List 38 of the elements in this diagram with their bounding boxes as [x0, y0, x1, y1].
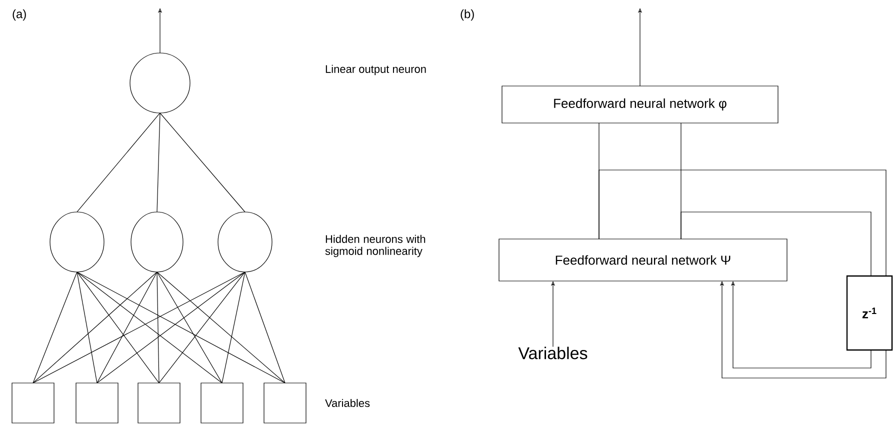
connection-line	[244, 272, 286, 384]
input-square	[264, 382, 306, 424]
network-box: Feedforward neural network φ	[502, 86, 778, 124]
neuron-circle	[50, 212, 104, 272]
text-label: Hidden neurons with sigmoid nonlinearity	[325, 234, 426, 258]
text-label: (a)	[12, 9, 26, 21]
connection-line	[96, 272, 246, 384]
connection-line	[156, 112, 160, 212]
connection-line	[160, 112, 246, 212]
connection-line	[76, 112, 160, 212]
input-label: Variables	[518, 346, 588, 360]
connection-line	[156, 272, 286, 384]
connection-line	[156, 272, 160, 384]
delay-box: z$^{-1}$	[846, 275, 893, 351]
connection-line	[32, 272, 78, 384]
connection-line	[222, 272, 246, 384]
network-box: Feedforward neural network Ψ	[498, 238, 788, 282]
connection-line	[76, 272, 98, 384]
neuron-circle	[130, 212, 184, 272]
connection-line	[96, 272, 158, 384]
connection-line	[32, 272, 246, 384]
text-label: Linear output neuron	[326, 64, 426, 76]
neuron-circle	[130, 52, 190, 114]
text-label: Variables	[325, 398, 370, 408]
connection-line	[156, 272, 222, 384]
connection-line	[598, 170, 886, 276]
input-square	[138, 382, 180, 424]
connection-line	[76, 272, 160, 384]
neuron-circle	[218, 212, 272, 272]
connection-line	[76, 272, 222, 384]
connection-line	[680, 212, 872, 276]
connection-line	[158, 272, 246, 384]
input-square	[12, 382, 54, 424]
input-square	[200, 382, 244, 424]
connection-line	[32, 272, 158, 384]
input-square	[76, 382, 118, 424]
text-label: (b)	[460, 9, 474, 21]
connection-line	[76, 272, 286, 384]
